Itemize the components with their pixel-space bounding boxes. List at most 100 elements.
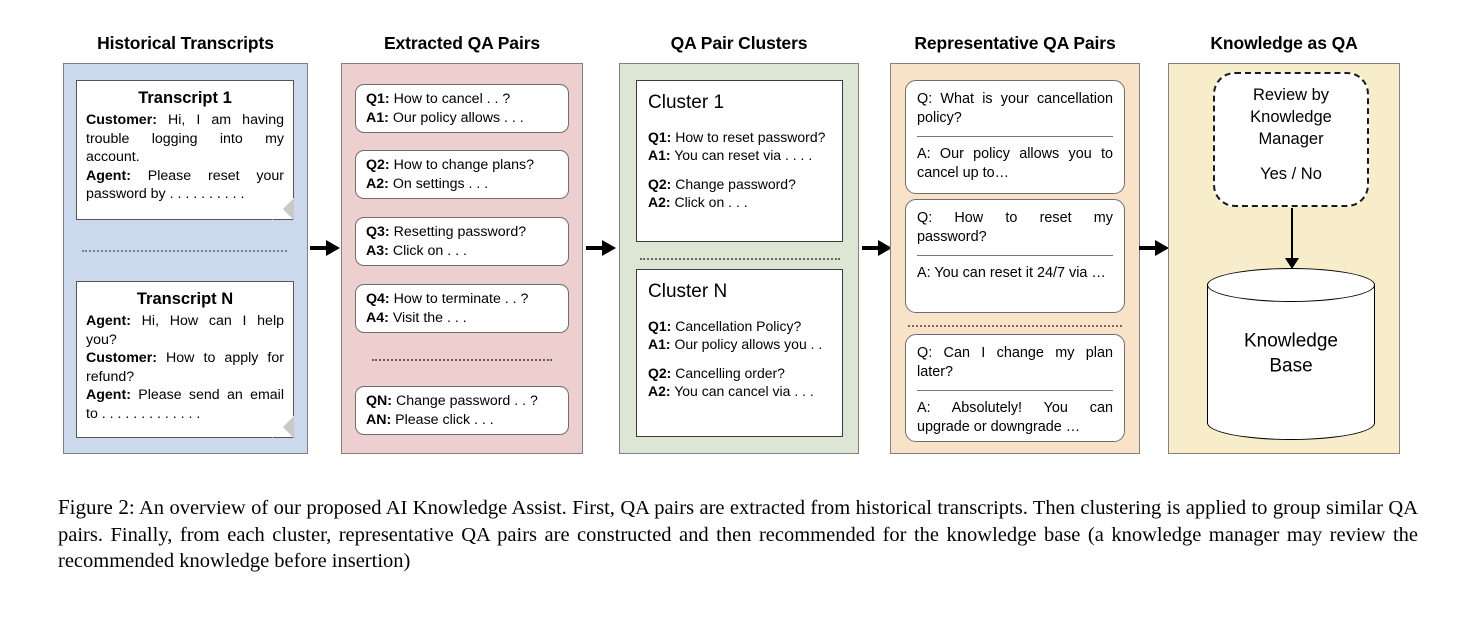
speaker-label: Agent: <box>86 387 131 404</box>
q-text: How to terminate . . ? <box>393 291 529 307</box>
cluster-q: Q1: How to reset password? <box>648 128 831 146</box>
speaker-label: Agent: <box>86 167 131 184</box>
cluster-1-pair-2: Q2: Change password? A2: Click on . . . <box>648 175 831 211</box>
q-label: Q2: <box>648 365 672 382</box>
column-title-extracted-qa-pairs: Extracted QA Pairs <box>383 33 541 53</box>
cluster-q: Q2: Change password? <box>648 175 831 193</box>
rep-question: Q: Can I change my plan later? <box>917 345 1113 381</box>
a-label: AN: <box>366 412 391 428</box>
qa-chip-1: Q1: How to cancel . . ? A1: Our policy a… <box>355 84 569 133</box>
rep-answer: A: Absolutely! You can upgrade or downgr… <box>917 400 1113 436</box>
column-title-historical-transcripts: Historical Transcripts <box>97 33 274 53</box>
speaker-label: Customer: <box>86 350 157 367</box>
transcript-n-line-2: Customer: How to apply for refund? <box>86 349 284 386</box>
qa-chip-question: Q3: Resetting password? <box>366 223 558 242</box>
speaker-label: Agent: <box>86 313 131 330</box>
qa-chip-answer: AN: Please click . . . <box>366 411 558 430</box>
representative-card-3: Q: Can I change my plan later? A: Absolu… <box>905 334 1125 442</box>
qa-chip-question: Q4: How to terminate . . ? <box>366 290 558 309</box>
a-text: You can reset via . . . . <box>674 146 813 163</box>
a-label: A1: <box>648 335 671 352</box>
q-label: Q2: <box>366 157 390 173</box>
cluster-n-pair-1: Q1: Cancellation Policy? A1: Our policy … <box>648 317 831 353</box>
speaker-text: Please send an email to . . . . . . . . … <box>86 387 284 422</box>
cluster-a: A2: You can cancel via . . . <box>648 382 831 400</box>
q-label-text: QN: <box>366 393 393 409</box>
q-label: Q3: <box>366 224 390 240</box>
database-label: Knowledge Base <box>1207 329 1375 378</box>
rep-divider <box>917 255 1113 257</box>
database-label-line-1: Knowledge <box>1243 330 1339 352</box>
q-label: Q1: <box>648 317 672 334</box>
figure-label: Figure 2: <box>58 495 135 519</box>
a-text: Our policy allows you . . <box>674 335 823 352</box>
q-text: How to reset password? <box>675 128 826 145</box>
a-text: You can cancel via . . . <box>674 383 814 400</box>
rep-question: Q: What is your cancellation policy? <box>917 91 1113 127</box>
speaker-text: Hi, How can I help you? <box>86 313 284 348</box>
a-label: A4: <box>366 309 389 326</box>
a-text: On settings . . . <box>392 175 489 192</box>
a-label: A2: <box>366 175 389 192</box>
review-line-2: Knowledge <box>1250 107 1332 126</box>
a-text: Please click . . . <box>395 411 494 428</box>
cluster-box-n: Cluster N Q1: Cancellation Policy? A1: O… <box>636 269 843 437</box>
cluster-1-name: Cluster 1 <box>648 92 725 113</box>
review-line-3: Manager <box>1258 129 1324 148</box>
column-title-representative-qa-pairs: Representative QA Pairs <box>914 33 1116 53</box>
arrow-clusters-to-representative <box>862 240 892 256</box>
cluster-a: A2: Click on . . . <box>648 193 831 211</box>
transcript-n-line-3: Agent: Please send an email to . . . . .… <box>86 386 284 423</box>
transcripts-ellipsis-separator <box>82 250 287 252</box>
q-text: Change password? <box>675 176 796 193</box>
q-label: Q1: <box>648 128 672 145</box>
q-label: Q2: <box>648 176 672 193</box>
qa-chip-3: Q3: Resetting password? A3: Click on . .… <box>355 217 569 266</box>
qa-chip-answer: A1: Our policy allows . . . <box>366 109 558 128</box>
qa-chip-4: Q4: How to terminate . . ? A4: Visit the… <box>355 284 569 333</box>
cluster-1-pair-1: Q1: How to reset password? A1: You can r… <box>648 128 831 164</box>
q-text: How to cancel . . ? <box>393 91 511 107</box>
rep-question: Q: How to reset my password? <box>917 210 1113 246</box>
representative-card-2: Q: How to reset my password? A: You can … <box>905 199 1125 313</box>
a-label: A2: <box>648 194 671 211</box>
extracted-ellipsis-separator <box>372 359 552 361</box>
review-by-knowledge-manager-box: Review by Knowledge Manager Yes / No <box>1213 72 1369 207</box>
q-label: Q4: <box>366 291 390 307</box>
qa-chip-2: Q2: How to change plans? A2: On settings… <box>355 150 569 199</box>
q-label: Q1: <box>366 91 390 107</box>
cluster-box-1: Cluster 1 Q1: How to reset password? A1:… <box>636 80 843 242</box>
a-label-text: AN: <box>366 411 392 428</box>
qa-chip-answer: A2: On settings . . . <box>366 175 558 194</box>
cluster-n-pair-2: Q2: Cancelling order? A2: You can cancel… <box>648 364 831 400</box>
speaker-label: Customer: <box>86 112 157 129</box>
arrow-transcripts-to-extracted <box>310 240 340 256</box>
qa-chip-n: QN: Change password . . ? AN: Please cli… <box>355 386 569 435</box>
rep-divider <box>917 136 1113 138</box>
rep-answer: A: You can reset it 24/7 via … <box>917 265 1106 282</box>
figure-caption-text: An overview of our proposed AI Knowledge… <box>58 497 1418 573</box>
representative-ellipsis-separator <box>908 325 1122 327</box>
arrow-extracted-to-clusters <box>586 240 616 256</box>
qa-chip-question: Q1: How to cancel . . ? <box>366 90 558 109</box>
a-text: Our policy allows . . . <box>392 109 524 126</box>
qa-chip-question: QN: Change password . . ? <box>366 392 558 411</box>
cluster-n-name: Cluster N <box>648 281 728 302</box>
column-title-knowledge-as-qa: Knowledge as QA <box>1210 33 1358 53</box>
rep-divider <box>917 390 1113 392</box>
a-label: A3: <box>366 242 389 259</box>
q-text: How to change plans? <box>393 157 535 173</box>
review-line-1: Review by <box>1252 86 1330 104</box>
review-decision: Yes / No <box>1260 165 1322 184</box>
q-text: Cancelling order? <box>675 365 785 382</box>
representative-card-1: Q: What is your cancellation policy? A: … <box>905 80 1125 194</box>
speaker-text: Hi, I am having trouble logging into my … <box>86 112 284 166</box>
a-text: Click on . . . <box>392 242 467 259</box>
transcript-card-n: Transcript N Agent: Hi, How can I help y… <box>76 281 294 438</box>
a-text: Click on . . . <box>674 194 748 211</box>
transcript-card-1: Transcript 1 Customer: Hi, I am having t… <box>76 80 294 220</box>
cluster-a: A1: You can reset via . . . . <box>648 146 831 164</box>
qa-chip-answer: A3: Click on . . . <box>366 242 558 261</box>
a-text: Visit the . . . <box>392 309 467 326</box>
